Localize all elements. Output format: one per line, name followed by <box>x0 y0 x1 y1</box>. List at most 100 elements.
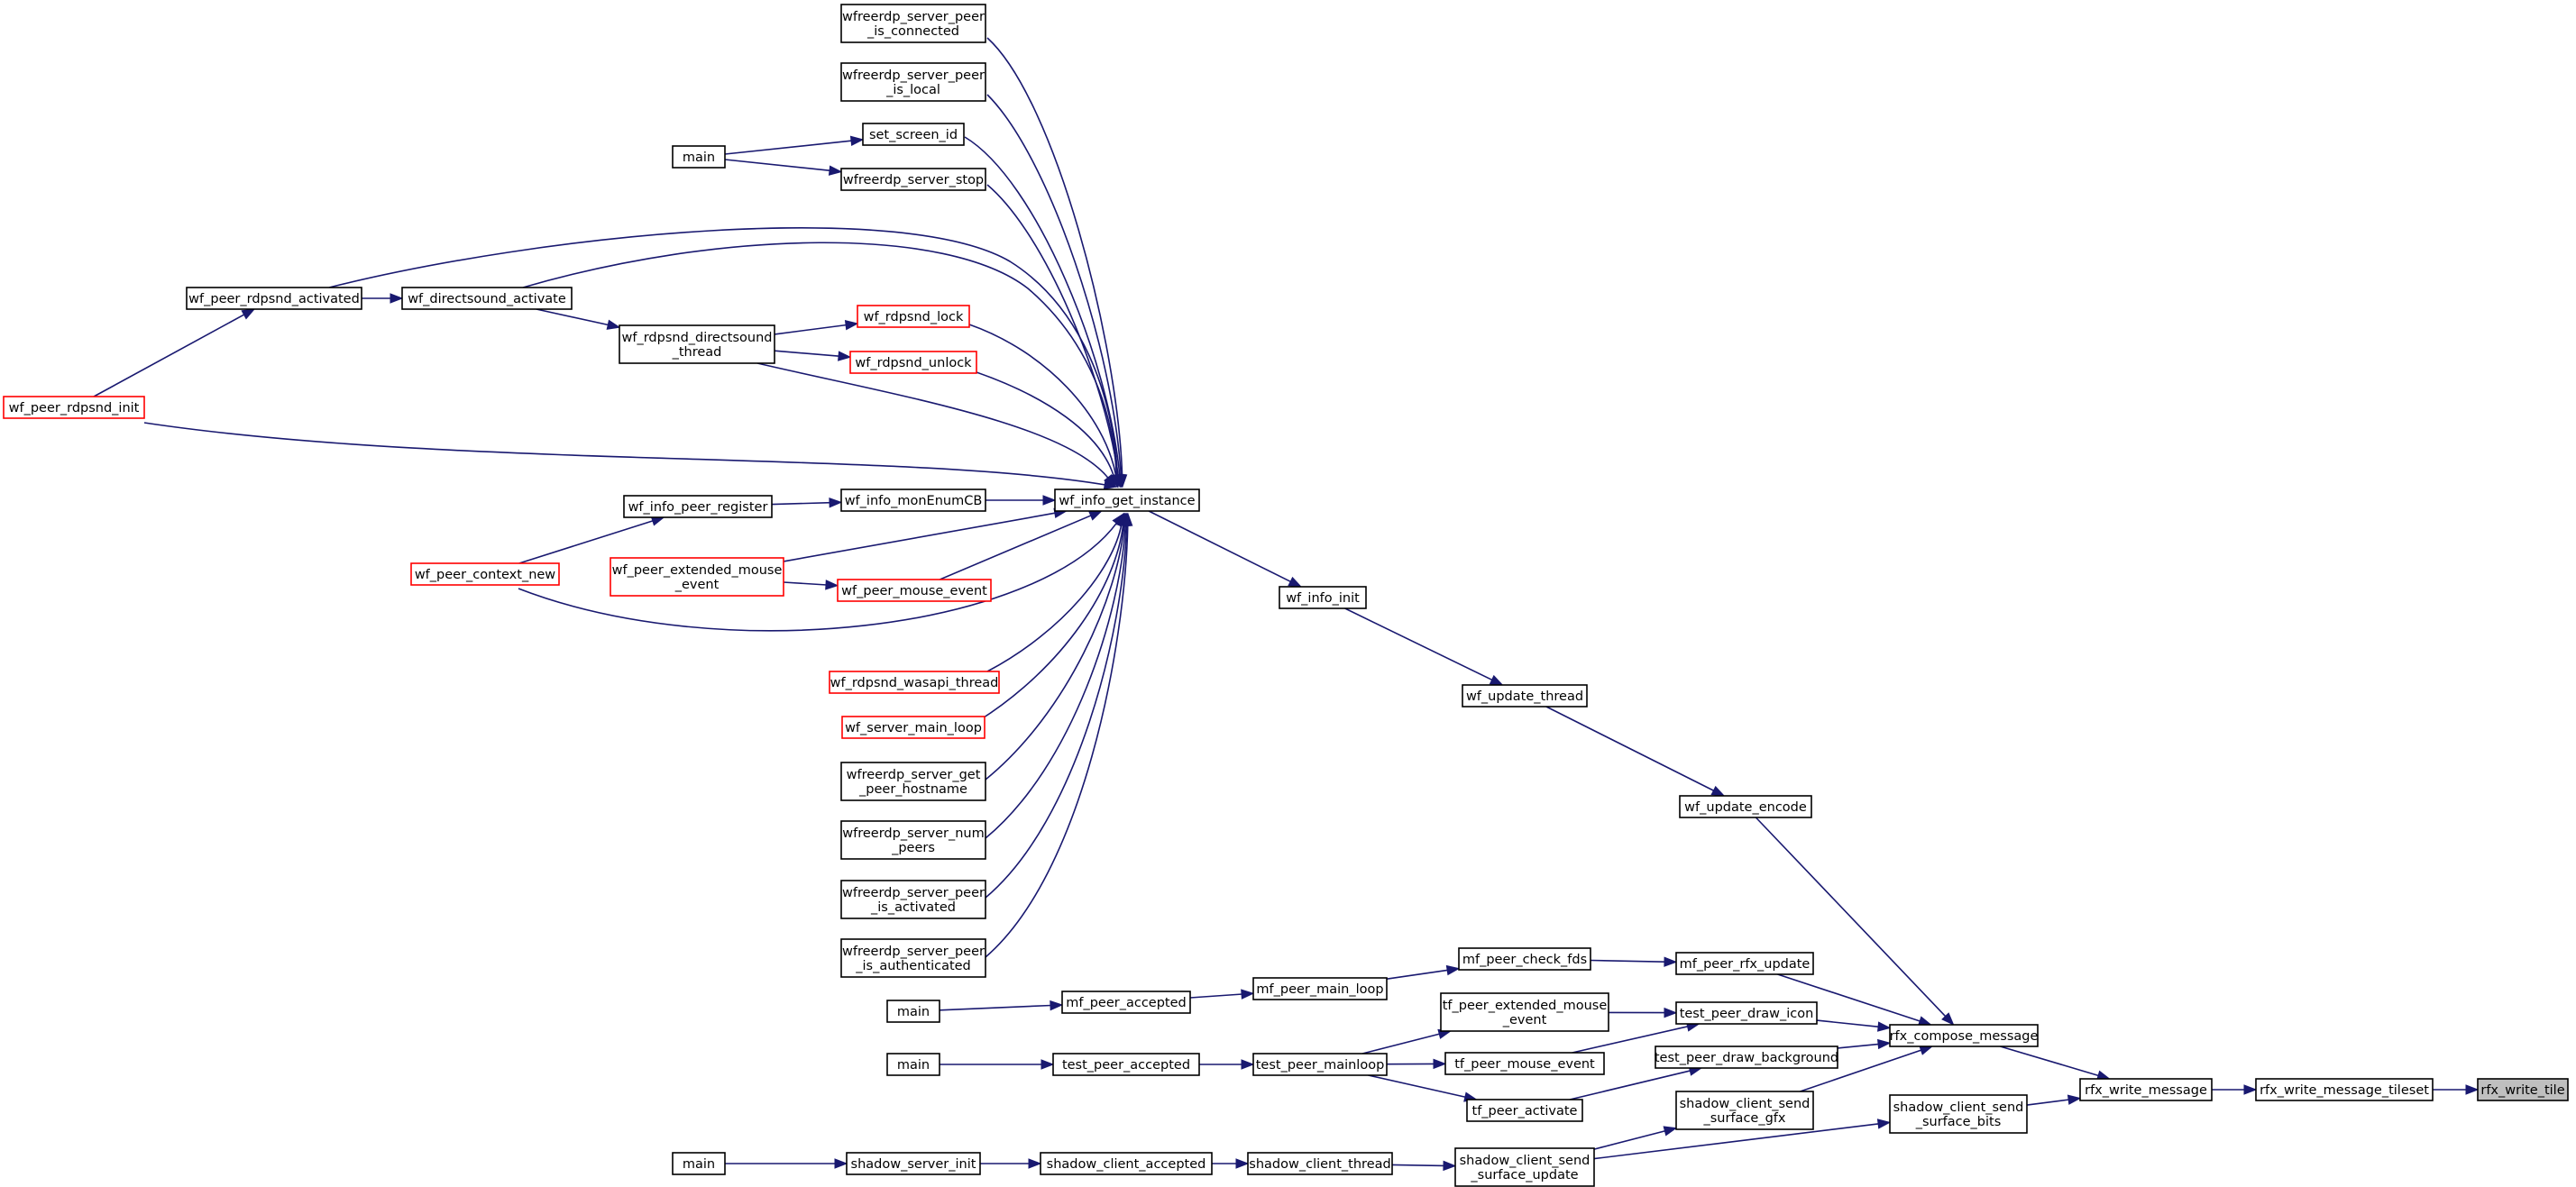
node-main-shadow[interactable]: main <box>672 1152 726 1175</box>
edge-line <box>1590 959 1666 963</box>
node-wf-rdpsnd-unlock[interactable]: wf_rdpsnd_unlock <box>849 351 977 374</box>
edge-arrowhead <box>1241 989 1255 1000</box>
node-main-wf[interactable]: main <box>672 145 726 169</box>
node-wf-update-encode[interactable]: wf_update_encode <box>1679 795 1812 818</box>
call-edge-wfreerdp_server_peer_is_authenticated-to-wf_info_get_instance <box>985 512 1133 958</box>
node-shadow-client-send-surface-bits[interactable]: shadow_client_send_surface_bits <box>1889 1094 2028 1134</box>
node-shadow-client-send-surface-gfx[interactable]: shadow_client_send_surface_gfx <box>1675 1091 1814 1130</box>
node-wf-info-init[interactable]: wf_info_init <box>1279 586 1367 609</box>
node-label: main <box>683 1157 715 1172</box>
node-label: _event <box>674 578 720 592</box>
node-box <box>1279 586 1367 609</box>
node-label: mf_peer_main_loop <box>1256 982 1383 997</box>
edge-arrowhead <box>829 497 843 508</box>
node-rfx-write-message[interactable]: rfx_write_message <box>2079 1078 2213 1101</box>
node-wf-directsound-activate[interactable]: wf_directsound_activate <box>401 287 573 310</box>
node-mf-peer-rfx-update[interactable]: mf_peer_rfx_update <box>1675 952 1814 975</box>
call-edge-wf_peer_context_new-to-wf_info_peer_register <box>518 516 665 564</box>
node-tf-peer-mouse-event[interactable]: tf_peer_mouse_event <box>1444 1052 1605 1075</box>
node-wfreerdp-server-num-peers[interactable]: wfreerdp_server_num_peers <box>840 820 986 860</box>
node-tf-peer-activate[interactable]: tf_peer_activate <box>1466 1099 1583 1122</box>
node-wf-server-main-loop[interactable]: wf_server_main_loop <box>841 716 985 739</box>
node-wf-peer-mouse-event[interactable]: wf_peer_mouse_event <box>837 579 992 602</box>
node-set-screen-id[interactable]: set_screen_id <box>862 123 965 146</box>
call-edge-test_peer_draw_icon-to-rfx_compose_message <box>1816 1019 1892 1032</box>
node-box <box>610 557 784 597</box>
call-edge-rfx_compose_message-to-rfx_write_message <box>2000 1045 2111 1081</box>
node-box <box>619 324 775 364</box>
node-label: wf_info_init <box>1286 591 1360 606</box>
node-wf-info-get-instance[interactable]: wf_info_get_instance <box>1054 488 1200 512</box>
edge-line <box>939 514 1092 580</box>
node-box <box>840 4 986 43</box>
node-box <box>1655 1045 1838 1069</box>
edge-arrowhead <box>606 319 621 330</box>
node-label: rfx_write_tile <box>2480 1083 2564 1098</box>
edge-line <box>2026 1099 2070 1106</box>
node-wf-info-monEnumCB[interactable]: wf_info_monEnumCB <box>840 488 986 512</box>
node-box <box>2255 1078 2434 1101</box>
edge-line <box>986 524 1123 672</box>
node-label: wf_peer_rdpsnd_activated <box>188 292 360 306</box>
node-box <box>1889 1024 2039 1047</box>
node-wfreerdp-server-peer-is-authenticated[interactable]: wfreerdp_server_peer_is_authenticated <box>840 938 986 978</box>
node-mf-peer-accepted[interactable]: mf_peer_accepted <box>1061 991 1191 1014</box>
edge-line <box>774 350 840 357</box>
node-wf-rdpsnd-lock[interactable]: wf_rdpsnd_lock <box>857 305 970 328</box>
node-mf-peer-check-fds[interactable]: mf_peer_check_fds <box>1458 947 1591 971</box>
edge-line <box>985 524 1125 781</box>
node-rfx-compose-message[interactable]: rfx_compose_message <box>1889 1024 2039 1047</box>
node-wf-peer-extended-mouse-event[interactable]: wf_peer_extended_mouse_event <box>610 557 784 597</box>
node-wfreerdp-server-peer-is-connected[interactable]: wfreerdp_server_peer_is_connected <box>840 4 986 43</box>
node-wf-peer-context-new[interactable]: wf_peer_context_new <box>410 562 560 586</box>
node-wf-update-thread[interactable]: wf_update_thread <box>1462 684 1588 708</box>
edge-arrowhead <box>849 135 865 146</box>
node-box <box>401 287 573 310</box>
call-edge-wf_rdpsnd_directsound_thread-to-wf_rdpsnd_lock <box>774 320 859 335</box>
node-tf-peer-extended-mouse-event[interactable]: tf_peer_extended_mouse_event <box>1440 992 1609 1032</box>
node-rfx-write-message-tileset[interactable]: rfx_write_message_tileset <box>2255 1078 2434 1101</box>
edge-line <box>518 522 1118 632</box>
edge-line <box>1777 973 1921 1022</box>
node-label: wf_server_main_loop <box>845 721 982 735</box>
node-label: wf_rdpsnd_wasapi_thread <box>830 676 999 690</box>
node-shadow-client-thread[interactable]: shadow_client_thread <box>1247 1152 1393 1175</box>
node-wfreerdp-server-peer-is-local[interactable]: wfreerdp_server_peer_is_local <box>840 62 986 102</box>
node-test-peer-draw-icon[interactable]: test_peer_draw_icon <box>1675 1001 1818 1025</box>
node-test-peer-draw-background[interactable]: test_peer_draw_background <box>1655 1045 1838 1069</box>
node-wfreerdp-server-peer-is-activated[interactable]: wfreerdp_server_peer_is_activated <box>840 880 986 919</box>
call-edge-shadow_client_send_surface_bits-to-rfx_write_message <box>2026 1094 2082 1106</box>
node-test-peer-mainloop[interactable]: test_peer_mainloop <box>1252 1053 1388 1076</box>
node-test-peer-accepted[interactable]: test_peer_accepted <box>1052 1053 1200 1076</box>
node-main-mf[interactable]: main <box>886 1000 940 1023</box>
node-box <box>1675 1091 1814 1130</box>
node-wfreerdp-server-stop[interactable]: wfreerdp_server_stop <box>840 168 986 191</box>
call-edge-main_shadow-to-shadow_server_init <box>725 1158 848 1169</box>
node-shadow-server-init[interactable]: shadow_server_init <box>846 1152 981 1175</box>
node-main-test[interactable]: main <box>886 1053 940 1076</box>
node-wf-rdpsnd-directsound-thread[interactable]: wf_rdpsnd_directsound_thread <box>619 324 775 364</box>
node-shadow-client-send-surface-update[interactable]: shadow_client_send_surface_update <box>1454 1147 1595 1187</box>
node-box <box>1440 992 1609 1032</box>
node-wf-info-peer-register[interactable]: wf_info_peer_register <box>623 495 773 518</box>
node-label: tf_peer_activate <box>1472 1104 1578 1119</box>
node-shadow-client-accepted[interactable]: shadow_client_accepted <box>1040 1152 1213 1175</box>
node-box <box>186 287 362 310</box>
node-mf-peer-main-loop[interactable]: mf_peer_main_loop <box>1252 977 1388 1000</box>
call-edge-wf_peer_mouse_event-to-wf_info_get_instance <box>939 510 1103 580</box>
node-wf-rdpsnd-wasapi-thread[interactable]: wf_rdpsnd_wasapi_thread <box>829 671 1000 694</box>
call-edge-wf_directsound_activate-to-wf_rdpsnd_directsound_thread <box>536 308 621 330</box>
node-wf-peer-rdpsnd-init[interactable]: wf_peer_rdpsnd_init <box>3 396 145 419</box>
node-box <box>1889 1094 2028 1134</box>
node-box <box>837 579 992 602</box>
node-box <box>886 1000 940 1023</box>
node-label: tf_peer_mouse_event <box>1454 1057 1595 1072</box>
node-wfreerdp-server-get-peer-hostname[interactable]: wfreerdp_server_get_peer_hostname <box>840 762 986 801</box>
node-label: rfx_compose_message <box>1890 1029 2039 1044</box>
call-edge-wf_peer_extended_mouse_event-to-wf_info_get_instance <box>783 507 1068 562</box>
node-label: _thread <box>672 345 722 360</box>
edge-line <box>986 37 1123 477</box>
node-wf-peer-rdpsnd-activated[interactable]: wf_peer_rdpsnd_activated <box>186 287 362 310</box>
edge-arrowhead <box>1445 964 1461 976</box>
edge-line <box>985 524 1127 839</box>
